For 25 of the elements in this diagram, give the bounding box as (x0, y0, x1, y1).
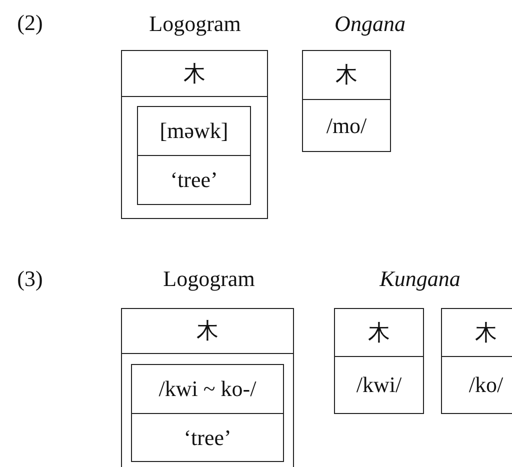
text-cell: [məwk] (138, 107, 250, 156)
word-box (302, 50, 391, 152)
text-cell-text: /ko/ (468, 371, 504, 399)
word-box (121, 308, 294, 467)
column-heading: Ongana (334, 13, 406, 35)
text-cell-text: ‘tree’ (182, 424, 232, 452)
word-box (441, 308, 512, 414)
text-cell: /kwi ~ ko-/ (132, 365, 283, 414)
text-cell-text: ‘tree’ (169, 166, 219, 194)
column-heading: Logogram (163, 268, 255, 290)
text-cell: 木 (335, 309, 423, 357)
example-number: (3) (17, 268, 43, 290)
example-number: (2) (17, 12, 43, 34)
text-cell: 木 (442, 309, 512, 357)
word-box (131, 364, 284, 462)
column-heading: Logogram (149, 13, 241, 35)
text-cell: 木 (122, 51, 267, 97)
word-box (121, 50, 268, 219)
text-cell-text: /mo/ (325, 112, 368, 140)
text-cell: 木 (303, 51, 390, 100)
column-heading: Kungana (380, 268, 460, 290)
text-cell: 木 (122, 309, 293, 354)
text-cell-text: /kwi/ (355, 371, 403, 399)
word-box (334, 308, 424, 414)
word-box (137, 106, 251, 205)
